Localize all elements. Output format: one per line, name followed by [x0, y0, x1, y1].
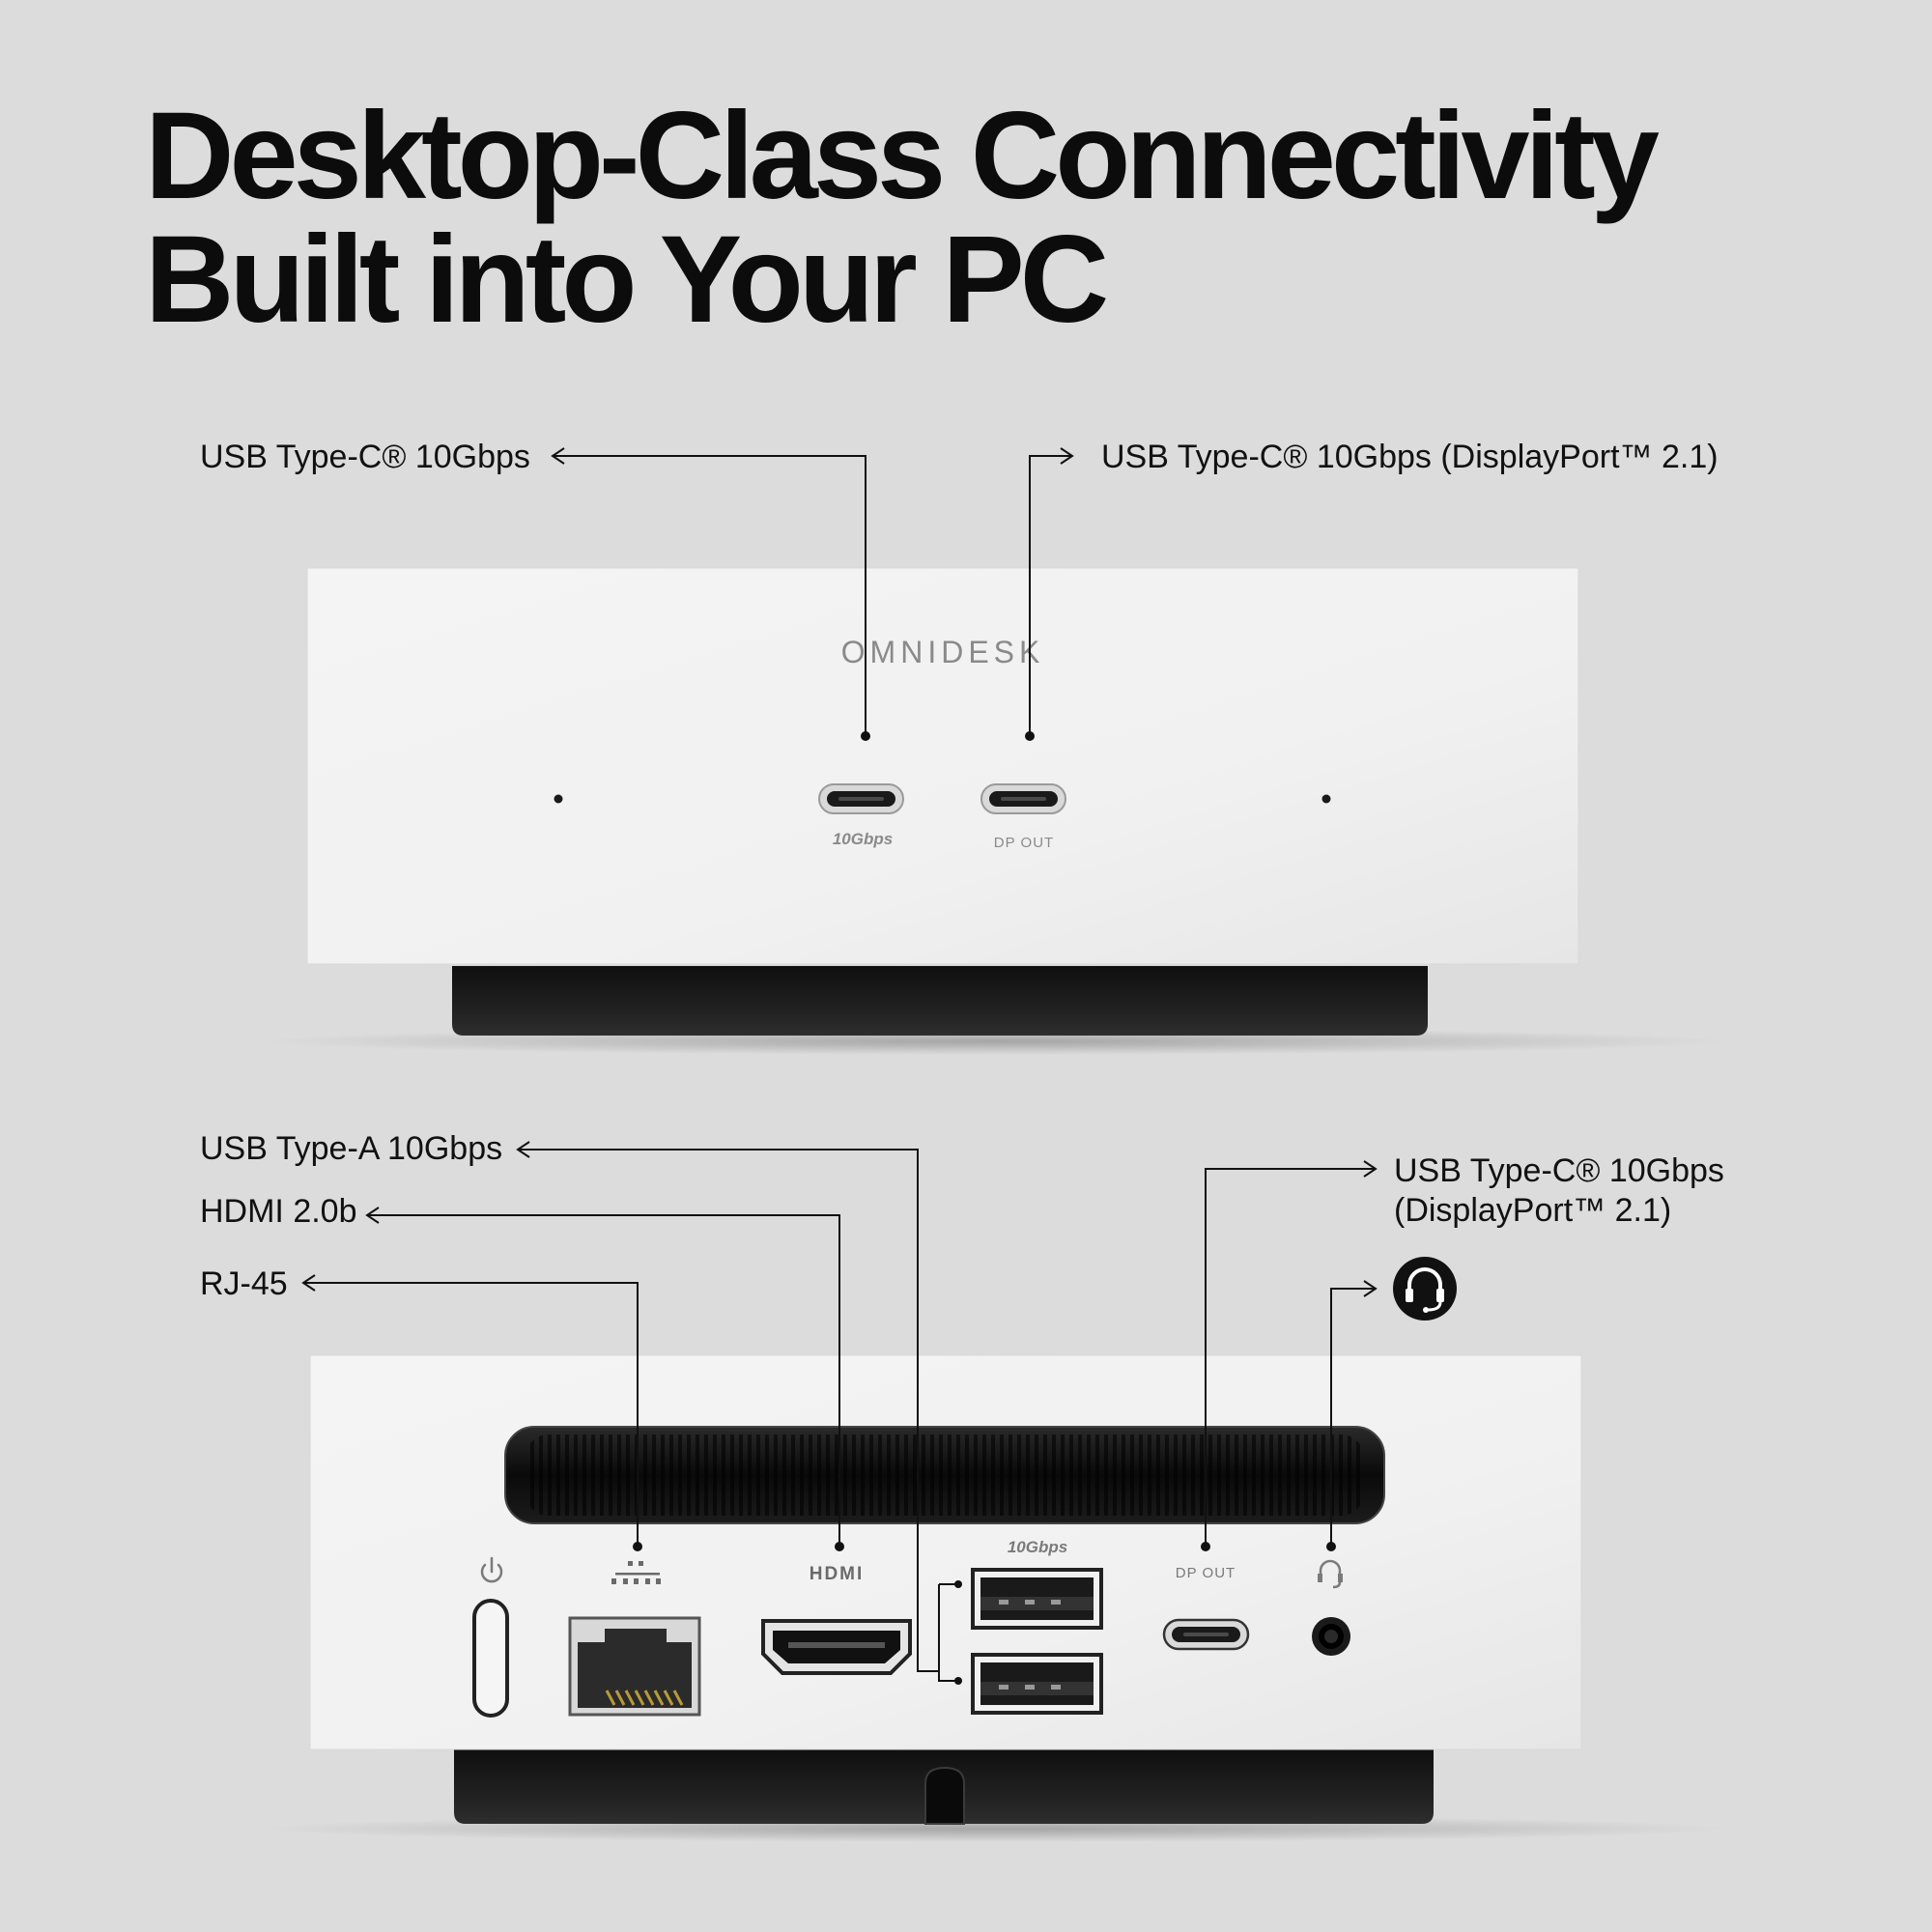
usba-port-label-10gbps: 10Gbps [1008, 1538, 1067, 1556]
rear-port-label-dp-out: DP OUT [1176, 1565, 1236, 1581]
callout-front-usbc-dp: USB Type-C® 10Gbps (DisplayPort™ 2.1) [1101, 439, 1719, 475]
ethernet-icon [611, 1561, 661, 1584]
front-usbc-port-10gbps [818, 783, 904, 814]
rear-usbc-port-dp[interactable] [1162, 1618, 1250, 1651]
front-chassis [307, 568, 1578, 964]
front-port-label-10gbps: 10Gbps [833, 830, 893, 848]
front-callout-dot-right [1025, 731, 1035, 741]
front-indicator-right [1321, 794, 1331, 804]
power-icon [480, 1556, 503, 1583]
usba-port-bottom[interactable] [971, 1653, 1103, 1715]
rear-unit: HDMI 10Gbps DP OUT [261, 1141, 1729, 1842]
callout-rear-hdmi: HDMI 2.0b [200, 1193, 357, 1230]
page-title: Desktop-Class Connectivity Built into Yo… [145, 87, 1660, 349]
callout-front-usbc: USB Type-C® 10Gbps [200, 439, 530, 475]
callout-rear-usba: USB Type-A 10Gbps [200, 1130, 503, 1167]
usba-port-top[interactable] [971, 1568, 1103, 1630]
headset-badge-icon [1393, 1257, 1457, 1321]
page-title-line-2: Built into Your PC [145, 211, 1109, 349]
rear-chassis-edge [309, 1354, 1582, 1750]
callout-rear-rj45: RJ-45 [200, 1265, 288, 1302]
front-port-label-dp-out: DP OUT [994, 835, 1054, 851]
front-unit: OMNIDESK 10Gbps DP OUT [261, 447, 1729, 1055]
rear-chassis [310, 1355, 1581, 1749]
hdmi-logo: HDMI [810, 1564, 865, 1584]
callout-rear-usbc-line2: (DisplayPort™ 2.1) [1394, 1192, 1672, 1229]
front-chassis-edge [306, 567, 1579, 965]
rear-vent [504, 1426, 1385, 1524]
front-base [452, 966, 1428, 1036]
rear-callout-dots [633, 1542, 1336, 1685]
rear-callout-lines [301, 1141, 1378, 1682]
cable-slot [924, 1766, 965, 1825]
front-usbc-port-dp [980, 783, 1066, 814]
power-button[interactable] [472, 1599, 509, 1718]
rj45-port[interactable] [568, 1616, 701, 1717]
hdmi-port[interactable] [761, 1619, 912, 1675]
page-title-line-1: Desktop-Class Connectivity [145, 87, 1660, 225]
audio-jack[interactable] [1312, 1617, 1350, 1656]
brand-logo: OMNIDESK [841, 635, 1045, 669]
front-callout-dot-left [861, 731, 870, 741]
front-indicator-left [554, 794, 563, 804]
callout-rear-usbc-line1: USB Type-C® 10Gbps [1394, 1152, 1724, 1189]
front-callout-lines [551, 447, 1074, 736]
headset-icon [1318, 1559, 1343, 1589]
